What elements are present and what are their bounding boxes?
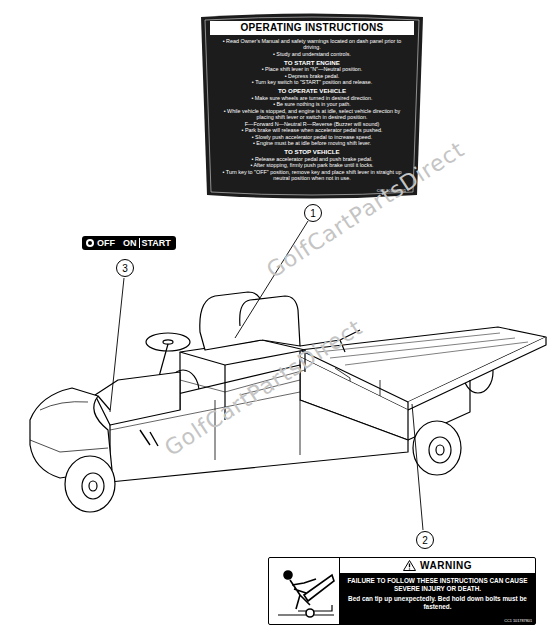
instruction-line: • While vehicle is stopped, and engine i… bbox=[216, 108, 408, 121]
off-icon bbox=[85, 238, 95, 248]
warning-body: FAILURE TO FOLLOW THESE INSTRUCTIONS CAN… bbox=[339, 574, 535, 624]
switch-position: START bbox=[139, 238, 171, 248]
instruction-line: • Release accelerator pedal and push bra… bbox=[216, 156, 408, 162]
section-heading: TO OPERATE VEHICLE bbox=[216, 87, 408, 94]
decal-title: OPERATING INSTRUCTIONS bbox=[210, 21, 414, 35]
warning-decal: WARNING FAILURE TO FOLLOW THESE INSTRUCTI… bbox=[268, 557, 536, 625]
instruction-line: • Slowly push accelerator pedal to incre… bbox=[216, 134, 408, 140]
instruction-line: • Be sure nothing is in your path. bbox=[216, 101, 408, 107]
instruction-line: • Park brake will release when accelerat… bbox=[216, 127, 408, 133]
warning-header: WARNING bbox=[339, 558, 535, 574]
instruction-line: F—Forward N—Neutral R—Reverse (Buzzer wi… bbox=[216, 121, 408, 127]
cart-lines bbox=[30, 292, 546, 512]
callout-circle: 2 bbox=[416, 531, 434, 549]
callout-number: 2 bbox=[422, 535, 428, 546]
callout-circle: 1 bbox=[304, 204, 322, 222]
watermark: GolfCartPartsDirect bbox=[160, 314, 367, 461]
warning-triangle bbox=[403, 560, 416, 571]
section-heading: TO START ENGINE bbox=[216, 59, 408, 66]
tipping-bed-pictogram bbox=[270, 559, 338, 623]
decal-border bbox=[205, 17, 419, 195]
instruction-line: • Turn key to "OFF" position, remove key… bbox=[216, 169, 408, 182]
decal-outline bbox=[201, 14, 423, 199]
instruction-line: • Study and understand controls. bbox=[216, 51, 408, 57]
section-heading: TO STOP VEHICLE bbox=[216, 148, 408, 155]
warning-instruction: Bed can tip up unexpectedly. Bed hold do… bbox=[345, 595, 530, 611]
callout-number: 1 bbox=[310, 208, 316, 219]
instruction-line: • Depress brake pedal. bbox=[216, 73, 408, 79]
instruction-line: • Place shift lever in "N"—Neutral posit… bbox=[216, 66, 408, 72]
instruction-decal: OPERATING INSTRUCTIONS • Read Owner's Man… bbox=[198, 10, 426, 202]
leader-line bbox=[412, 404, 423, 530]
warning-statement: FAILURE TO FOLLOW THESE INSTRUCTIONS CAN… bbox=[345, 577, 530, 593]
instruction-line: • Turn key switch to "START" position an… bbox=[216, 79, 408, 85]
callout-number: 3 bbox=[122, 263, 128, 274]
warning-title: WARNING bbox=[420, 560, 472, 571]
switch-position: ON bbox=[123, 238, 137, 248]
instruction-line: • Engine must be at idle before moving s… bbox=[216, 140, 408, 146]
instruction-line: • Make sure wheels are turned in desired… bbox=[216, 95, 408, 101]
switch-position: OFF bbox=[97, 238, 115, 248]
decal-body: OPERATING INSTRUCTIONS• Read Owner's Man… bbox=[216, 21, 408, 182]
callout-circle: 3 bbox=[116, 259, 134, 277]
key-switch-decal: OFF ONSTART bbox=[82, 236, 176, 250]
leader-line bbox=[110, 278, 124, 412]
instruction-line: • Read Owner's Manual and safety warning… bbox=[216, 38, 408, 51]
instruction-line: • After stopping, firmly push park brake… bbox=[216, 162, 408, 168]
part-number: CC1 101787801 bbox=[504, 619, 532, 623]
